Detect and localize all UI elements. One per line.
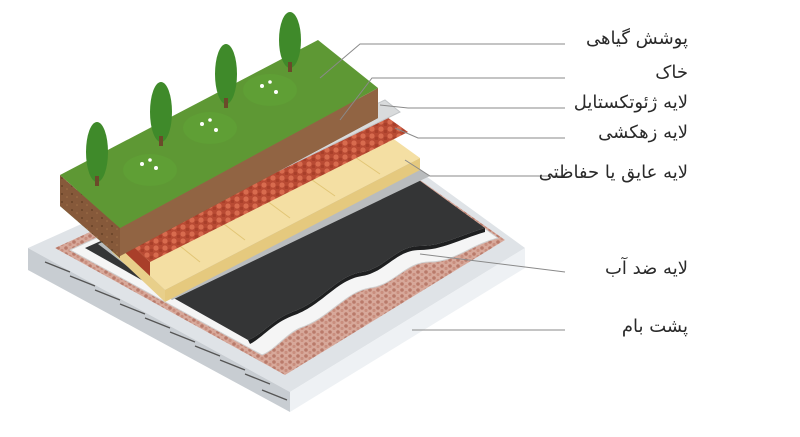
label-soil: خاک	[655, 62, 688, 83]
label-drainage: لایه زهکشی	[598, 122, 688, 143]
label-geotextile: لایه ژئوتکستایل	[573, 92, 688, 113]
label-waterproof: لایه ضد آب	[604, 258, 688, 279]
label-insulation: لایه عایق یا حفاظتی	[538, 162, 688, 183]
label-roof-deck: پشت بام	[621, 316, 688, 337]
leader-lines	[319, 43, 566, 331]
label-vegetation: پوشش گیاهی	[585, 28, 688, 49]
shrub	[123, 74, 297, 186]
tree	[86, 12, 301, 186]
